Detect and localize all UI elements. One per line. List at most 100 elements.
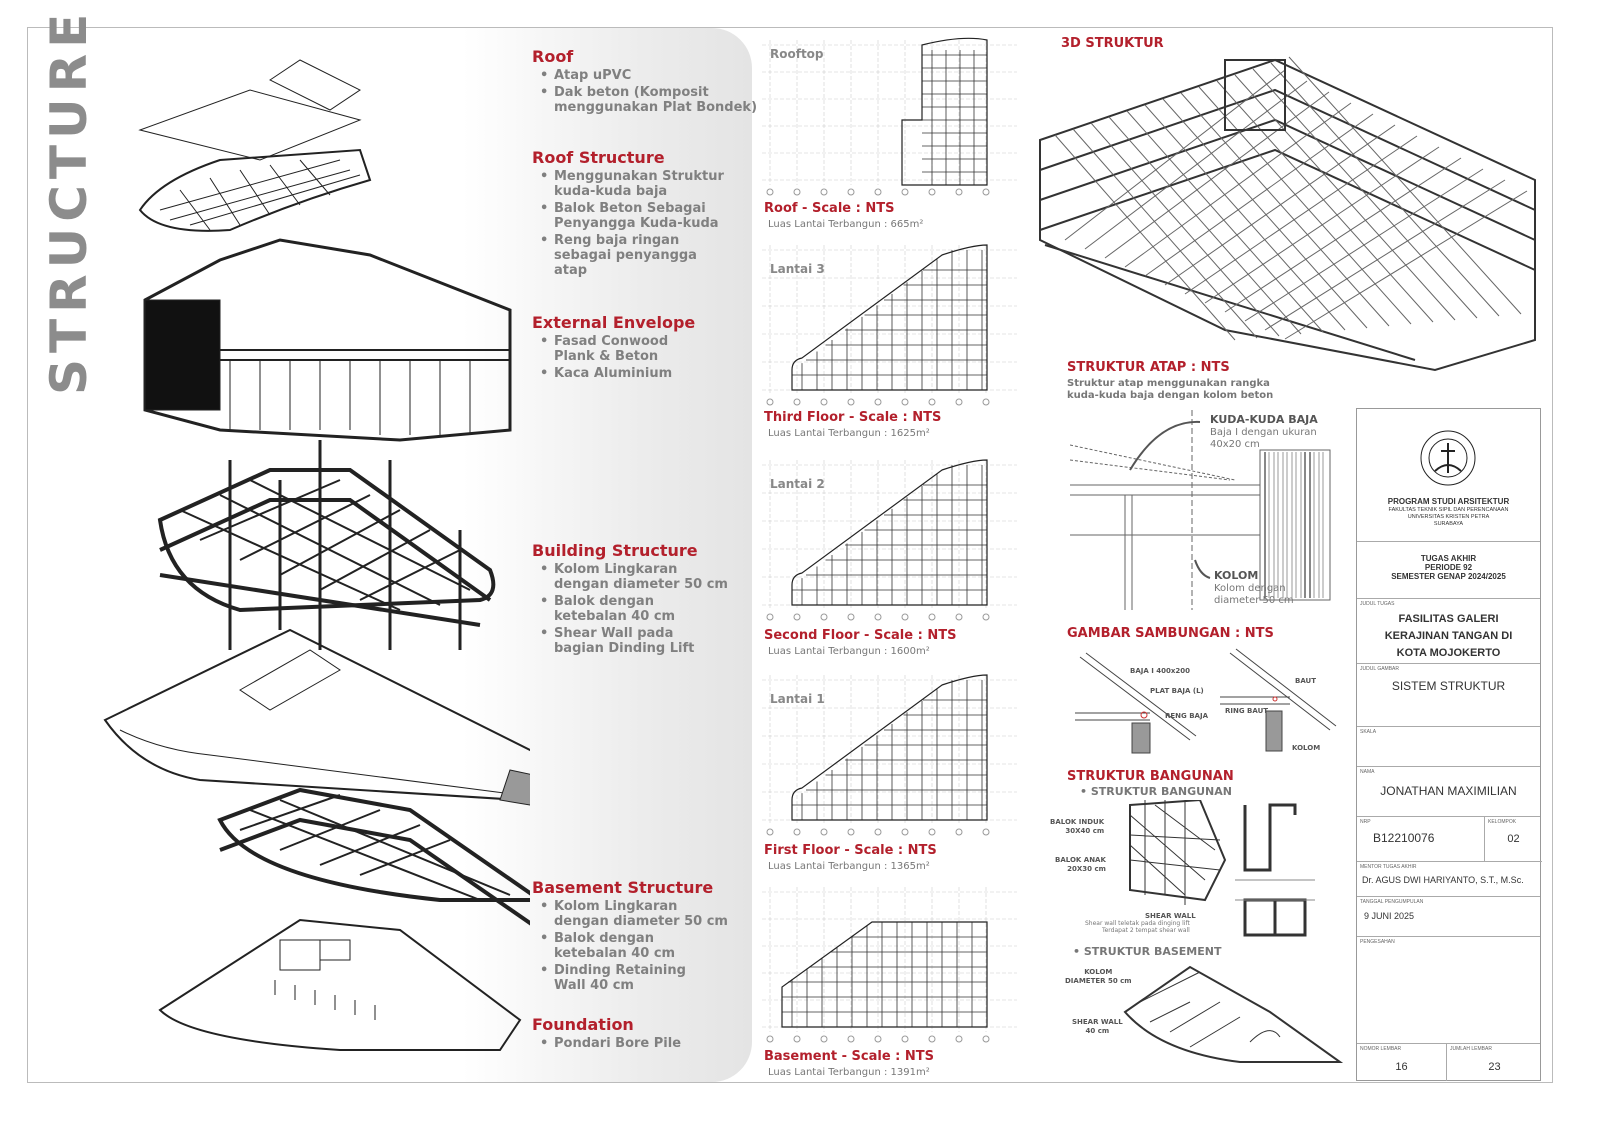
plan-caption: Third Floor - Scale : NTS xyxy=(764,410,942,425)
plan-label: Lantai 2 xyxy=(770,477,825,491)
plan-area: Luas Lantai Terbangun : 1391m² xyxy=(768,1067,930,1078)
grid-bubble xyxy=(955,828,963,836)
plan-outline xyxy=(781,921,988,1028)
tb-nomor: NOMOR LEMBAR 16 xyxy=(1357,1044,1447,1081)
grid-bubble xyxy=(847,188,855,196)
tb-kelompok: KELOMPOK 02 xyxy=(1485,817,1542,862)
grid-bubble xyxy=(847,828,855,836)
grid-line xyxy=(1054,134,1236,341)
bullet: Reng baja ringan sebagai penyangga atap xyxy=(540,233,724,278)
program-name: PROGRAM STUDI ARSITEKTUR xyxy=(1387,497,1510,506)
plan-second-floor: Lantai 2 xyxy=(762,455,1022,625)
plan-caption: First Floor - Scale : NTS xyxy=(764,843,937,858)
grid-bubble xyxy=(955,188,963,196)
field-label: NRP xyxy=(1360,819,1371,825)
grid-line xyxy=(1162,98,1368,329)
grid-bubble xyxy=(901,398,909,406)
grid-bubble xyxy=(982,188,990,196)
tb-judul-tugas: JUDUL TUGAS FASILITAS GALERI KERAJINAN T… xyxy=(1357,599,1540,664)
grid-bubble xyxy=(955,398,963,406)
grid-bubble xyxy=(793,398,801,406)
grid-line xyxy=(1244,168,1484,322)
bullet: Shear Wall pada bagian Dinding Lift xyxy=(540,626,728,656)
section-title: Foundation xyxy=(532,1015,634,1034)
struktur-atap-title: STRUKTUR ATAP : NTS xyxy=(1067,360,1230,375)
kolom-desc: Kolom dengan diameter 50 cm xyxy=(1214,583,1294,606)
plan-caption: Roof - Scale : NTS xyxy=(764,201,895,216)
bullet: Pondari Bore Pile xyxy=(540,1036,681,1051)
grid-line xyxy=(1224,157,1462,313)
kuda-kuda-title: KUDA-KUDA BAJA xyxy=(1210,413,1318,426)
grid-line xyxy=(1270,62,1500,317)
field-label: KELOMPOK xyxy=(1488,819,1517,825)
grid-line xyxy=(1180,92,1390,327)
mentor: Dr. AGUS DWI HARIYANTO, S.T., M.Sc. xyxy=(1362,875,1524,885)
balok-induk-label: BALOK INDUK 30X40 cm xyxy=(1050,818,1105,835)
sheet-border xyxy=(27,27,1553,1083)
grid-bubble xyxy=(901,613,909,621)
grid-bubble xyxy=(982,828,990,836)
grid-line xyxy=(1104,91,1330,259)
section-title: Roof Structure xyxy=(532,148,665,167)
grid-line xyxy=(1198,86,1412,325)
joint-label: RENG BAJA xyxy=(1165,712,1208,720)
plan-label: Lantai 3 xyxy=(770,262,825,276)
city-name: SURABAYA xyxy=(1433,521,1464,527)
joint-details-drawing xyxy=(1075,648,1337,754)
grid-line xyxy=(1126,110,1324,333)
struktur-basement-drawing xyxy=(1123,965,1344,1063)
grid-bubble xyxy=(847,1035,855,1043)
judul-gambar: SISTEM STRUKTUR xyxy=(1391,679,1506,693)
struktur-atap-desc: Struktur atap menggunakan rangka kuda-ku… xyxy=(1067,378,1274,401)
plan-area: Luas Lantai Terbangun : 1625m² xyxy=(768,428,930,439)
grid-bubble xyxy=(901,828,909,836)
basement-frame-drawing xyxy=(217,787,530,926)
kolom-basement-label: KOLOM DIAMETER 50 cm xyxy=(1065,968,1132,985)
grid-bubble xyxy=(820,613,828,621)
grid-line xyxy=(1184,135,1418,295)
bullet: Balok dengan ketebalan 40 cm xyxy=(540,594,728,624)
plan-label: Rooftop xyxy=(770,47,824,61)
grid-bubble xyxy=(820,398,828,406)
periode: PERIODE 92 xyxy=(1424,563,1473,572)
grid-line xyxy=(1288,56,1522,315)
semester: SEMESTER GENAP 2024/2025 xyxy=(1391,572,1506,581)
plan-outline xyxy=(791,674,988,821)
section-external-envelope: External EnvelopeFasad Conwood Plank & B… xyxy=(532,313,695,383)
plan-basement xyxy=(762,882,1022,1047)
bullet: Atap uPVC xyxy=(540,68,757,83)
struktur-bangunan-title: STRUKTUR BANGUNAN xyxy=(1067,769,1234,784)
grid-bubble xyxy=(928,613,936,621)
grid-line xyxy=(1264,179,1506,331)
grid-bubble xyxy=(982,398,990,406)
plan-third-floor: Lantai 3 xyxy=(762,240,1022,410)
shear-wall-label: SHEAR WALL xyxy=(1145,912,1196,920)
grid-bubble xyxy=(928,398,936,406)
university-logo xyxy=(1420,430,1476,486)
exploded-axonometric xyxy=(103,59,530,1051)
grid-bubble xyxy=(982,1035,990,1043)
tb-tanggal: TANGGAL PENGUMPULAN 9 JUNI 2025 xyxy=(1357,897,1540,937)
nomor-lembar: 16 xyxy=(1395,1061,1408,1073)
field-label: NOMOR LEMBAR xyxy=(1360,1046,1402,1052)
plan-first-floor: Lantai 1 xyxy=(762,670,1022,840)
bullet: Kolom Lingkaran dengan diameter 50 cm xyxy=(540,899,728,929)
grid-bubble xyxy=(793,1035,801,1043)
roof-truss-drawing xyxy=(138,148,372,232)
grid-line xyxy=(1124,102,1352,268)
tb-header: PROGRAM STUDI ARSITEKTUR FAKULTAS TEKNIK… xyxy=(1357,409,1540,542)
tb-skala: SKALA xyxy=(1357,727,1540,767)
tb-pengesahan: PENGESAHAN xyxy=(1357,937,1540,1044)
tb-judul-gambar: JUDUL GAMBAR SISTEM STRUKTUR xyxy=(1357,664,1540,727)
plan-area: Luas Lantai Terbangun : 1365m² xyxy=(768,861,930,872)
plan-caption: Second Floor - Scale : NTS xyxy=(764,628,957,643)
joint-label: KOLOM xyxy=(1292,744,1321,752)
balok-anak-label: BALOK ANAK 20X30 cm xyxy=(1055,856,1106,873)
title-block: PROGRAM STUDI ARSITEKTUR FAKULTAS TEKNIK… xyxy=(1356,408,1542,1081)
grid-line xyxy=(1108,116,1302,335)
plan-label: Lantai 1 xyxy=(770,692,825,706)
field-label: MENTOR TUGAS AKHIR xyxy=(1360,864,1417,870)
grid-bubble xyxy=(901,1035,909,1043)
grid-bubble xyxy=(847,398,855,406)
grid-bubble xyxy=(982,613,990,621)
